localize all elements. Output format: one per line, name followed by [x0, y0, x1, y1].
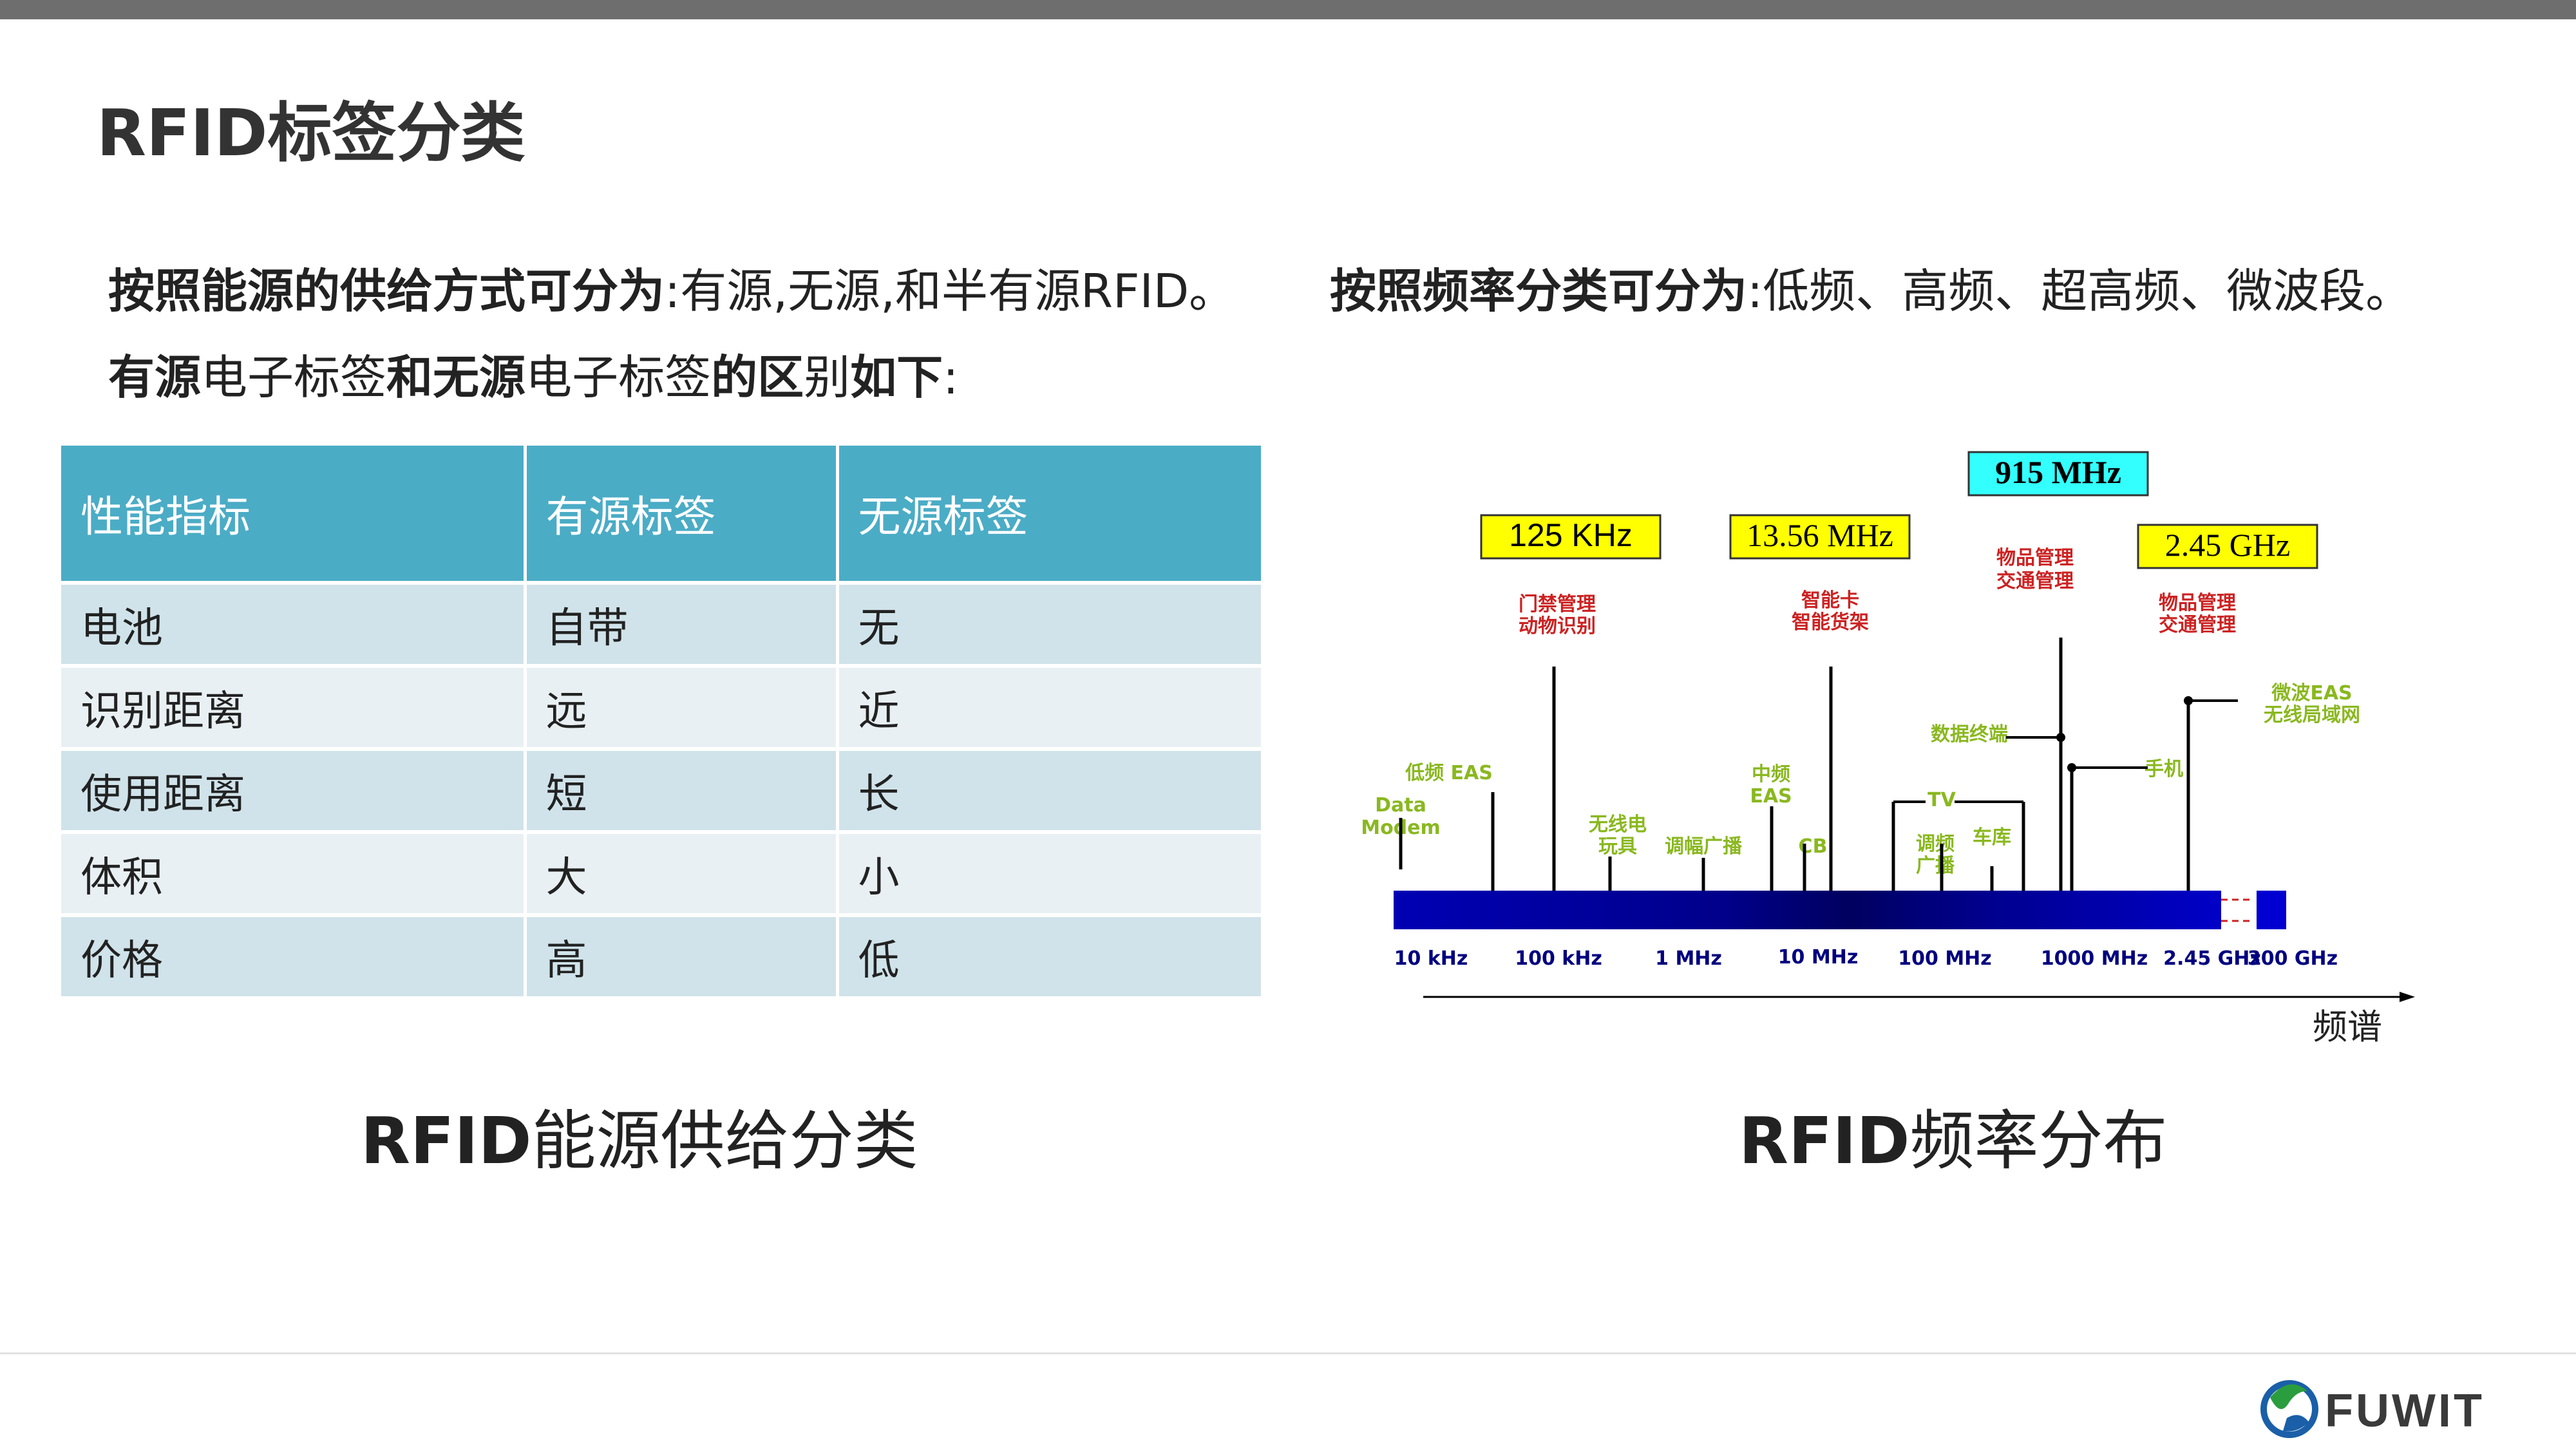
table-cell: 体积 — [61, 832, 527, 917]
tick-10mhz: 10 MHz — [1778, 946, 1859, 969]
caption-energy-rest: 能源供给分类 — [531, 1103, 918, 1179]
box-1356mhz-label: 13.56 MHz — [1747, 517, 1893, 553]
tick-1mhz: 1 MHz — [1655, 947, 1722, 970]
box-915mhz-label: 915 MHz — [1995, 454, 2121, 490]
table-row: 电池 自带 无 — [61, 583, 1264, 668]
tick-10khz: 10 kHz — [1394, 947, 1468, 970]
energy-description: 按照能源的供给方式可分为:有源,无源,和半有源RFID。有源电子标签和无源电子标… — [108, 248, 1242, 421]
table-cell: 短 — [525, 749, 839, 834]
label-traffic-mgmt-2: 交通管理 — [2159, 614, 2236, 636]
tick-1000mhz: 1000 MHz — [2041, 947, 2148, 970]
table-cell: 远 — [525, 666, 839, 751]
spectrum-bar — [1394, 891, 2221, 929]
comparison-table: 性能指标 有源标签 无源标签 电池 自带 无 识别距离 远 近 使用距离 短 长… — [61, 446, 1264, 1000]
table-cell: 高 — [525, 915, 839, 1000]
energy-rest: :有源,无源,和半有源RFID。 — [665, 264, 1236, 318]
label-lf-eas: 低频 EAS — [1405, 762, 1493, 784]
label-eas: EAS — [1750, 785, 1792, 808]
frequency-description: 按照频率分类可分为:低频、高频、超高频、微波段。 — [1330, 248, 2553, 334]
tick-100khz: 100 kHz — [1515, 947, 1602, 970]
energy-bold2: 有源 — [108, 350, 202, 404]
label-broadcast: 广播 — [1916, 855, 1955, 877]
box-245ghz-label: 2.45 GHz — [2165, 527, 2290, 563]
table-cell: 电池 — [61, 583, 527, 668]
axis-arrow — [2400, 992, 2415, 1002]
caption-energy: RFID能源供给分类 — [361, 1088, 918, 1182]
table-cell: 低 — [837, 915, 1264, 1000]
box-125khz: 125 KHz — [1480, 514, 1662, 560]
box-125khz-label: 125 KHz — [1509, 517, 1633, 553]
energy-normal3: 电子 — [526, 350, 619, 404]
label-wlan: 无线局域网 — [2264, 704, 2360, 726]
table-cell: 长 — [837, 749, 1264, 834]
fuwit-logo: FUWIT — [2260, 1380, 2485, 1438]
label-traffic-mgmt-1: 交通管理 — [1996, 570, 2074, 592]
page-title: RFID标签分类 — [97, 95, 526, 171]
table-cell: 无 — [837, 583, 1264, 668]
box-1356mhz: 13.56 MHz — [1729, 514, 1911, 560]
table-row: 价格 高 低 — [61, 915, 1264, 1000]
label-data: Data — [1375, 794, 1426, 817]
label-item-mgmt-1: 物品管理 — [1996, 547, 2074, 569]
table-row: 识别距离 远 近 — [61, 666, 1264, 751]
header-metric: 性能指标 — [61, 446, 527, 585]
table-header-row: 性能指标 有源标签 无源标签 — [61, 446, 1264, 585]
frequency-lead: 按照频率分类可分为 — [1330, 264, 1748, 318]
caption-frequency-rest: 频率分布 — [1909, 1103, 2168, 1179]
table-cell: 近 — [837, 666, 1264, 751]
marker-lines — [1399, 638, 2190, 891]
energy-bold5: 如下 — [850, 350, 943, 404]
energy-tail: : — [943, 350, 959, 404]
caption-frequency: RFID频率分布 — [1739, 1088, 2168, 1182]
table-cell: 识别距离 — [61, 666, 527, 751]
fuwit-globe-icon — [2260, 1380, 2318, 1438]
table-cell: 使用距离 — [61, 749, 527, 834]
label-access-control: 门禁管理 — [1519, 593, 1596, 616]
header-active: 有源标签 — [525, 446, 839, 585]
label-tv: TV — [1927, 789, 1956, 811]
label-cb: CB — [1799, 835, 1828, 858]
footer-divider — [0, 1352, 2576, 1354]
tick-245ghz: 2.45 GHz — [2163, 947, 2261, 970]
label-microwave-eas: 微波EAS — [2271, 682, 2352, 705]
header-passive: 无源标签 — [837, 446, 1264, 585]
energy-bold3: 和无源 — [386, 350, 526, 404]
axis-label: 频谱 — [2313, 1007, 2382, 1047]
frequency-rest: :低频、高频、超高频、微波段。 — [1747, 264, 2412, 318]
label-mobile-phone: 手机 — [2145, 758, 2183, 781]
label-animal-id: 动物识别 — [1519, 615, 1596, 638]
energy-normal2: 标签 — [294, 350, 387, 404]
energy-normal1: 电子 — [201, 350, 294, 404]
box-245ghz: 2.45 GHz — [2137, 524, 2318, 569]
table-cell: 自带 — [525, 583, 839, 668]
label-mf: 中频 — [1752, 763, 1790, 786]
label-am-broadcast: 调幅广播 — [1665, 835, 1743, 858]
table-row: 使用距离 短 长 — [61, 749, 1264, 834]
caption-frequency-bold: RFID — [1739, 1103, 1910, 1179]
table-row: 体积 大 小 — [61, 832, 1264, 917]
label-smart-card: 智能卡 — [1801, 589, 1859, 612]
label-toy: 玩具 — [1598, 835, 1637, 858]
table-cell: 小 — [837, 832, 1264, 917]
box-915mhz: 915 MHz — [1967, 451, 2149, 497]
table-cell: 价格 — [61, 915, 527, 1000]
label-radio: 无线电 — [1589, 813, 1647, 836]
label-item-mgmt-2: 物品管理 — [2159, 592, 2236, 614]
label-smart-shelf: 智能货架 — [1792, 611, 1869, 634]
label-garage: 车库 — [1973, 826, 2011, 849]
energy-bold4: 的区 — [711, 350, 804, 404]
tick-100mhz: 100 MHz — [1898, 947, 1992, 970]
energy-normal5: 别 — [804, 350, 851, 404]
label-data-terminal: 数据终端 — [1931, 723, 2008, 746]
frequency-spectrum-diagram: 125 KHz 13.56 MHz 915 MHz 2.45 GHz 门禁管理 … — [1361, 451, 2415, 1047]
spectrum-bar-end — [2257, 891, 2286, 929]
label-fm: 调频 — [1916, 833, 1955, 855]
caption-energy-bold: RFID — [361, 1103, 532, 1179]
logo-text: FUWIT — [2325, 1385, 2485, 1437]
table-cell: 大 — [525, 832, 839, 917]
energy-normal4: 标签 — [618, 350, 712, 404]
top-bar — [0, 0, 2576, 19]
tick-300ghz: 300 GHz — [2248, 947, 2338, 970]
energy-lead: 按照能源的供给方式可分为 — [108, 264, 665, 318]
